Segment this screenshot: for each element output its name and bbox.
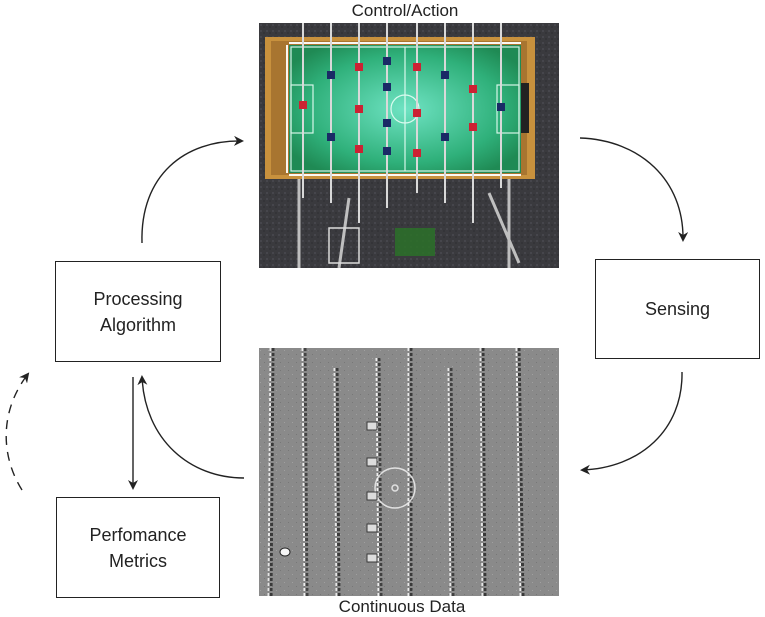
- processing-algorithm-box: Processing Algorithm: [55, 261, 221, 362]
- arrow-action-to-sensing: [579, 137, 689, 242]
- caption-continuous-data: Continuous Data: [338, 597, 466, 616]
- sensing-box: Sensing: [595, 259, 760, 359]
- performance-label: Perfomance: [89, 524, 187, 545]
- arrow-feedback-dashed: [5, 372, 30, 491]
- metrics-label: Metrics: [109, 550, 167, 571]
- arrow-data-to-processing: [137, 375, 245, 479]
- arrow-sensing-to-data: [580, 371, 683, 475]
- sensing-label: Sensing: [644, 299, 711, 319]
- caption-control-action: Control/Action: [351, 1, 459, 20]
- performance-metrics-box: Perfomance Metrics: [56, 497, 220, 598]
- foosball-table-photo: [259, 23, 559, 268]
- processing-label: Processing: [93, 288, 183, 309]
- event-camera-frame: [259, 348, 559, 596]
- arrow-processing-to-action: [141, 135, 244, 244]
- algorithm-label: Algorithm: [99, 314, 176, 335]
